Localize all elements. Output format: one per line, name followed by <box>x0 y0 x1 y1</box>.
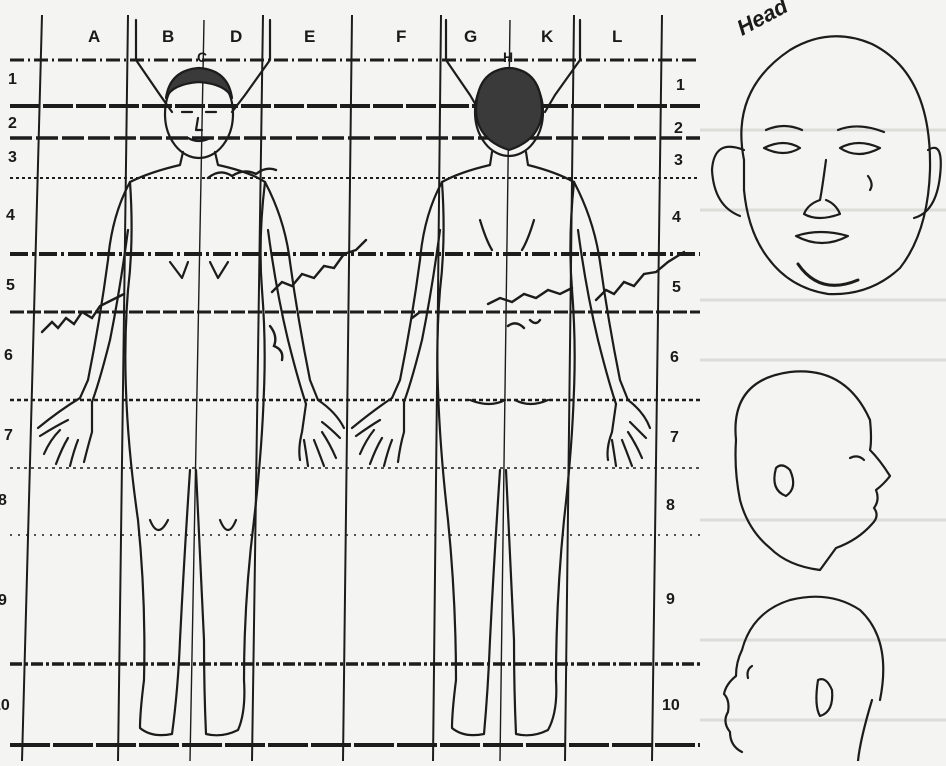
column-label-e: E <box>304 27 315 46</box>
row-label-left-1: 1 <box>8 71 17 88</box>
wound-mark-back-center <box>508 320 540 328</box>
wound-mark-back-right <box>596 252 684 300</box>
column-label-h: H <box>503 49 513 65</box>
row-label-right-10: 10 <box>662 697 680 714</box>
column-label-f: F <box>396 27 406 46</box>
wound-mark-right-arm <box>272 240 366 292</box>
row-label-right-5: 5 <box>672 279 681 296</box>
row-labels-left: 1 2 3 4 5 6 7 8 9 10 <box>0 71 17 714</box>
column-label-l: L <box>612 27 622 46</box>
row-label-right-7: 7 <box>670 429 679 446</box>
row-label-right-2: 2 <box>674 120 683 137</box>
column-label-g: G <box>464 27 477 46</box>
row-label-right-3: 3 <box>674 152 683 169</box>
row-label-right-8: 8 <box>666 497 675 514</box>
column-label-c: C <box>197 49 207 65</box>
column-label-a: A <box>88 27 100 46</box>
head-right-profile-figure <box>735 371 890 570</box>
row-labels-right: 1 2 3 4 5 6 7 8 9 10 <box>662 77 685 714</box>
grid-horizontal-lines <box>10 60 700 745</box>
wound-annotations <box>42 169 684 360</box>
column-label-k: K <box>541 27 554 46</box>
row-label-left-5: 5 <box>6 277 15 294</box>
column-label-b: B <box>162 27 174 46</box>
wound-mark-right-forearm <box>270 326 282 360</box>
wound-mark-neck <box>208 169 276 178</box>
row-label-left-2: 2 <box>8 115 17 132</box>
row-label-left-3: 3 <box>8 149 17 166</box>
column-label-d: D <box>230 27 242 46</box>
row-label-right-1: 1 <box>676 77 685 94</box>
row-label-right-9: 9 <box>666 591 675 608</box>
head-front-figure <box>712 36 941 294</box>
row-label-right-6: 6 <box>670 349 679 366</box>
body-front-figure <box>38 68 344 735</box>
row-label-left-9: 9 <box>0 592 7 609</box>
row-label-left-7: 7 <box>4 427 13 444</box>
row-label-right-4: 4 <box>672 209 681 226</box>
head-left-profile-figure <box>724 597 883 761</box>
row-label-left-6: 6 <box>4 347 13 364</box>
row-label-left-8: 8 <box>0 492 7 509</box>
row-label-left-10: 10 <box>0 697 10 714</box>
row-label-left-4: 4 <box>6 207 15 224</box>
handwritten-head-note: Head <box>733 0 793 40</box>
grid-vertical-lines <box>22 15 662 761</box>
